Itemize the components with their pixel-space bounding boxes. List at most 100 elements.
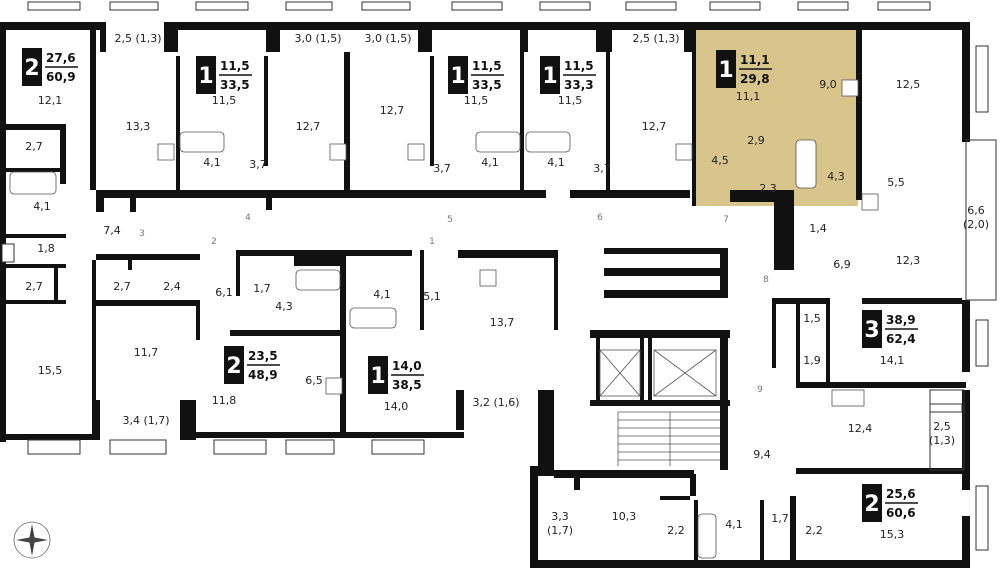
room-area: 4,1 [33, 200, 51, 213]
living-area: 38,9 [886, 313, 916, 327]
door-number: 1 [429, 237, 435, 247]
living-area: 23,5 [248, 349, 278, 363]
inner-walls [6, 30, 966, 560]
room-area: 1,7 [771, 512, 789, 525]
badge-background [448, 56, 468, 94]
room-area: 1,9 [803, 354, 821, 367]
door-number: 6 [597, 213, 603, 223]
room-area: 5,1 [423, 290, 441, 303]
room-area: 4,1 [373, 288, 391, 301]
outer-walls [0, 22, 970, 568]
badge-background [22, 48, 42, 86]
room-area: 2,3 [759, 182, 777, 195]
living-area: 11,1 [740, 53, 770, 67]
badge-background [862, 310, 882, 348]
room-count: 1 [198, 64, 213, 89]
room-area: 11,7 [134, 346, 159, 359]
room-count: 1 [542, 64, 557, 89]
room-area: 4,1 [725, 518, 743, 531]
door-number: 9 [757, 385, 763, 395]
room-area: 2,4 [163, 280, 181, 293]
door-number: 8 [763, 275, 769, 285]
total-area: 62,4 [886, 332, 916, 346]
total-area: 33,5 [472, 78, 502, 92]
total-area: 29,8 [740, 72, 770, 86]
room-area: 3,7 [433, 162, 451, 175]
room-area: 11,1 [736, 90, 761, 103]
door-number: 3 [139, 229, 145, 239]
room-area: 10,3 [612, 510, 637, 523]
total-area: 33,3 [564, 78, 594, 92]
room-area: 3,3(1,7) [547, 510, 573, 537]
room-area: 12,1 [38, 94, 63, 107]
room-area: 4,3 [827, 170, 845, 183]
badge-background [540, 56, 560, 94]
room-area: 4,1 [203, 156, 221, 169]
badge-background [224, 346, 244, 384]
room-area: 9,4 [753, 448, 771, 461]
door-number: 5 [447, 215, 453, 225]
windows [1, 1, 989, 551]
room-area: 12,7 [642, 120, 667, 133]
room-area: 11,5 [558, 94, 583, 107]
room-area: 2,9 [747, 134, 765, 147]
room-area-labels: 12,12,74,11,82,715,52,5 (1,3)13,37,411,5… [25, 32, 989, 541]
room-area: 9,0 [819, 78, 837, 91]
door-number: 4 [245, 213, 251, 223]
room-area: 4,1 [481, 156, 499, 169]
room-area: 2,5 (1,3) [114, 32, 161, 45]
room-count: 1 [370, 364, 385, 389]
badge-background [862, 484, 882, 522]
total-area: 33,5 [220, 78, 250, 92]
balcony-right [929, 139, 997, 471]
room-count: 2 [864, 492, 879, 517]
room-area: 13,3 [126, 120, 151, 133]
room-area: 2,7 [25, 140, 43, 153]
living-area: 11,5 [564, 59, 594, 73]
room-area: 1,5 [803, 312, 821, 325]
room-area: 6,6(2,0) [963, 204, 989, 231]
badge-background [196, 56, 216, 94]
badge-background [368, 356, 388, 394]
room-area: 15,5 [38, 364, 63, 377]
room-area: 11,8 [212, 394, 237, 407]
room-area: 1,8 [37, 242, 55, 255]
room-area: 4,5 [711, 154, 729, 167]
apartment-badge[interactable]: 1 11,5 33,5 [196, 56, 252, 94]
living-area: 25,6 [886, 487, 916, 501]
living-area: 14,0 [392, 359, 422, 373]
room-area: 14,0 [384, 400, 409, 413]
room-area: 5,5 [887, 176, 905, 189]
apartment-badge[interactable]: 1 11,5 33,3 [540, 56, 596, 94]
room-area: 15,3 [880, 528, 905, 541]
room-area: 12,5 [896, 78, 921, 91]
room-count: 1 [450, 64, 465, 89]
badge-background [716, 50, 736, 88]
room-area: 3,0 (1,5) [364, 32, 411, 45]
room-area: 12,3 [896, 254, 921, 267]
room-count: 2 [226, 354, 241, 379]
room-area: 14,1 [880, 354, 905, 367]
room-area: 3,4 (1,7) [122, 414, 169, 427]
room-area: 13,7 [490, 316, 515, 329]
room-area: 6,5 [305, 374, 323, 387]
stairwell [599, 349, 720, 466]
room-count: 2 [24, 56, 39, 81]
living-area: 11,5 [220, 59, 250, 73]
room-area: 2,2 [805, 524, 823, 537]
room-area: 2,2 [667, 524, 685, 537]
room-area: 12,7 [380, 104, 405, 117]
room-area: 2,5 (1,3) [632, 32, 679, 45]
total-area: 60,9 [46, 70, 76, 84]
door-number: 2 [211, 237, 217, 247]
stairs [617, 411, 720, 466]
